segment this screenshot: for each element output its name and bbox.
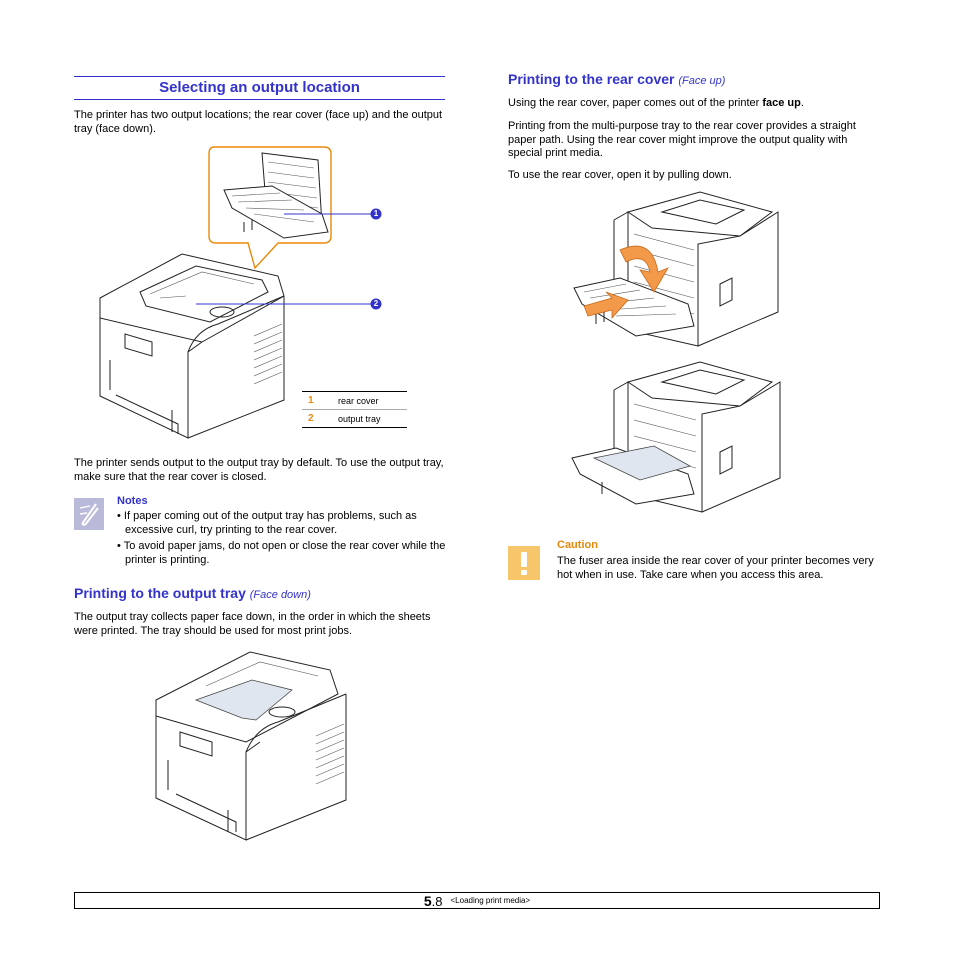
rear-cover-paragraph-3: To use the rear cover, open it by pullin… [508,169,732,181]
page-number: 5.8 [424,893,443,909]
legend-label: output tray [338,413,381,424]
callout-1-number: 1 [373,209,379,218]
legend-number: 2 [308,413,314,424]
notes-icon [74,498,104,530]
notes-list: • If paper coming out of the output tray… [117,510,447,567]
section-title: Selecting an output location [159,79,360,96]
page-footer: 5.8 <Loading print media> [74,892,880,909]
output-tray-paragraph: The output tray collects paper face down… [74,611,431,637]
note-item: • To avoid paper jams, do not open or cl… [117,540,446,566]
legend-table: 1 rear cover 2 output tray [302,391,407,428]
caution-text: The fuser area inside the rear cover of … [557,555,874,581]
notes-title: Notes [117,495,148,507]
output-tray-subtitle: (Face down) [249,589,311,601]
section-heading: Selecting an output location [74,76,445,100]
rear-cover-subtitle: (Face up) [678,75,726,87]
legend-row: 1 rear cover [302,392,407,409]
page-number-minor: .8 [431,893,443,909]
para1-suffix: . [800,97,804,109]
para1-text: Using the rear cover, paper comes out of… [508,97,763,109]
legend-number: 1 [308,395,314,406]
note-item: • If paper coming out of the output tray… [117,510,417,536]
output-tray-title: Printing to the output tray [74,585,246,601]
chapter-name: <Loading print media> [450,896,531,905]
callout-2-number: 2 [373,299,379,308]
legend-label: rear cover [338,395,379,406]
page-number-major: 5 [423,892,432,909]
rear-cover-paragraph-1: Using the rear cover, paper comes out of… [508,97,880,111]
intro-paragraph: The printer has two output locations; th… [74,109,443,135]
rear-cover-heading: Printing to the rear cover (Face up) [508,71,725,87]
default-output-paragraph: The printer sends output to the output t… [74,457,444,483]
rear-cover-paragraph-2: Printing from the multi-purpose tray to … [508,120,856,159]
para1-bold: face up [762,97,801,109]
output-tray-heading: Printing to the output tray (Face down) [74,585,311,601]
caution-icon [508,546,540,580]
caution-title: Caution [557,539,598,551]
rear-cover-title: Printing to the rear cover [508,71,675,87]
legend-row: 2 output tray [302,409,407,427]
